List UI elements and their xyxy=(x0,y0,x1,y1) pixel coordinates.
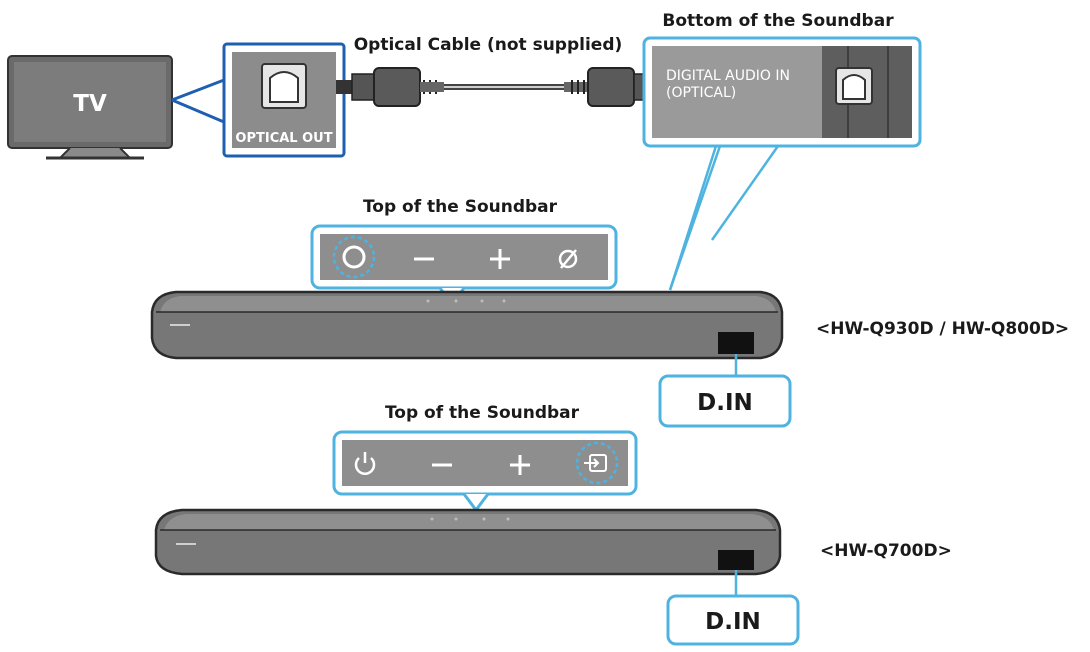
soundbar2-din-label: D.IN xyxy=(705,609,761,635)
volume-up-icon xyxy=(510,455,530,475)
soundbar1-din-port xyxy=(718,332,754,354)
cable-label: Optical Cable (not supplied) xyxy=(354,35,623,55)
soundbar1-din-label: D.IN xyxy=(697,390,753,416)
optical-out-label: OPTICAL OUT xyxy=(235,131,332,146)
soundbar2-top-title: Top of the Soundbar xyxy=(385,403,580,423)
digital-audio-in-label: DIGITAL AUDIO IN xyxy=(666,68,790,84)
optical-port-icon xyxy=(261,63,307,109)
soundbar2-din-port xyxy=(718,550,754,570)
tv-label: TV xyxy=(73,91,107,117)
optical-sub-label: (OPTICAL) xyxy=(666,85,736,101)
soundbar1 xyxy=(150,290,784,376)
soundbar1-top-panel xyxy=(310,224,618,307)
power-icon xyxy=(354,452,376,475)
bottom-panel: DIGITAL AUDIO IN (OPTICAL) xyxy=(642,36,922,148)
multi-function-button-icon xyxy=(342,245,366,269)
soundbar2-din-callout: D.IN xyxy=(666,594,800,646)
soundbar1-model: <HW-Q930D / HW-Q800D> xyxy=(816,319,1069,339)
optical-cable xyxy=(336,67,666,107)
tv-port-connector xyxy=(171,77,226,125)
volume-up-icon xyxy=(490,249,510,269)
digital-audio-in-port-icon xyxy=(835,67,873,105)
tv: TV xyxy=(7,55,173,160)
soundbar1-din-callout: D.IN xyxy=(658,374,792,428)
tv-optical-out-port: OPTICAL OUT xyxy=(222,42,346,158)
soundbar1-top-title: Top of the Soundbar xyxy=(363,197,558,217)
soundbar2-top-panel xyxy=(332,430,638,513)
soundbar2 xyxy=(154,508,782,596)
source-icon xyxy=(584,454,607,472)
bottom-panel-title: Bottom of the Soundbar xyxy=(662,11,894,31)
mic-mute-icon xyxy=(558,249,578,269)
soundbar2-model: <HW-Q700D> xyxy=(820,541,952,561)
